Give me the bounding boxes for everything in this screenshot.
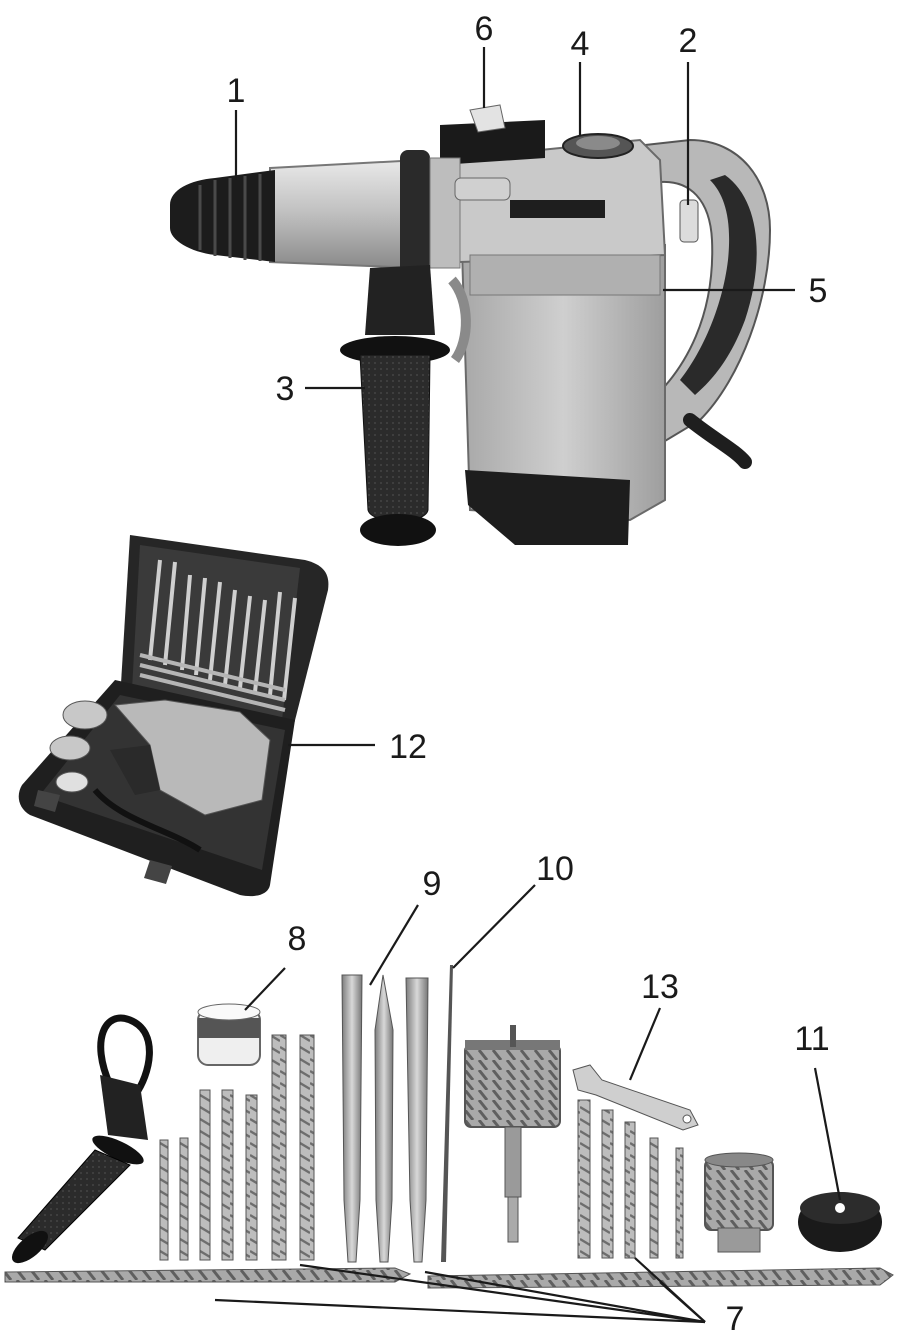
drill-bits-right-group [577, 1099, 684, 1259]
drill-bit [271, 1034, 287, 1261]
leader-10 [452, 884, 536, 969]
leader-lines [214, 47, 842, 1324]
motor-vents [448, 276, 471, 363]
drill-bit [299, 1034, 315, 1261]
spanner-key [572, 1064, 699, 1131]
drill-bit [675, 1147, 684, 1259]
core-bit-with-arbor [464, 1025, 561, 1243]
case-lid-bits [148, 559, 297, 701]
dust-cap-hole [835, 1203, 845, 1213]
barrel-collar [400, 150, 430, 275]
drill-bit [199, 1089, 211, 1261]
accessory-side-handle-end [11, 1230, 49, 1264]
mode-selector-cap [576, 136, 620, 150]
lock-button-base [440, 120, 545, 165]
callout-7: 7 [726, 1300, 745, 1335]
housing-slot [510, 200, 605, 218]
tool-chuck [170, 170, 275, 262]
chisels-group [341, 974, 429, 1263]
leader-8 [244, 967, 286, 1011]
core-bit-pilot [510, 1025, 516, 1047]
leader-7a [214, 1298, 706, 1324]
housing-lip [469, 254, 661, 296]
leader-11 [813, 1067, 842, 1201]
case-latch-2 [144, 860, 172, 884]
drill-bit [649, 1137, 659, 1259]
drill-bit [624, 1121, 636, 1259]
accessory-side-handle-guard [92, 1135, 144, 1165]
accessory-side-handle-band [97, 1014, 153, 1098]
long-drill-bit-left [4, 1267, 412, 1283]
rotary-hammer-illustration [170, 104, 772, 546]
case-dust-cap [55, 771, 89, 793]
gouge-chisel [405, 977, 429, 1263]
drill-bit [577, 1099, 591, 1259]
callout-11: 11 [794, 1020, 829, 1058]
small-core-bit-body [704, 1159, 774, 1231]
core-bit-body [464, 1044, 561, 1128]
case-cord [92, 788, 202, 853]
flat-chisel [341, 974, 363, 1263]
small-core-bit [704, 1152, 774, 1253]
lock-button [469, 104, 506, 133]
case-tool-handle [110, 745, 160, 795]
core-bit-arbor [504, 1126, 522, 1198]
drill-bit [221, 1089, 234, 1261]
drill-bits-left-group [159, 1034, 315, 1261]
case-latch-1 [34, 790, 60, 812]
chuck-ribs [198, 174, 262, 261]
accessory-side-handle-grip [17, 1149, 131, 1251]
drill-bit [601, 1109, 614, 1259]
accessories-illustration [4, 965, 894, 1289]
callout-5: 5 [809, 272, 828, 310]
callout-3: 3 [276, 370, 295, 408]
accessory-side-handle-clamp [100, 1075, 148, 1140]
depth-rod-clamp [454, 177, 511, 201]
carry-case-illustration [18, 535, 329, 897]
spanner-key-hole [682, 1114, 692, 1124]
callout-13: 13 [641, 968, 679, 1006]
point-chisel [374, 974, 394, 1263]
drill-bit [179, 1137, 189, 1261]
leader-13 [628, 1007, 662, 1081]
dust-cup-band [198, 1018, 260, 1038]
drill-bit [159, 1139, 169, 1261]
small-core-bit-base [717, 1227, 761, 1253]
long-drill-bit-right [427, 1267, 894, 1289]
callout-9: 9 [423, 865, 442, 903]
leader-7b [299, 1263, 706, 1324]
callout-4: 4 [571, 25, 590, 63]
callout-8: 8 [288, 920, 307, 958]
leader-7e [659, 1281, 706, 1323]
rear-handle-soft-grip [680, 175, 757, 395]
callout-10: 10 [536, 850, 574, 888]
callout-2: 2 [679, 22, 698, 60]
rubber-dust-cap [798, 1192, 882, 1252]
side-handle-end [360, 514, 436, 546]
callout-labels: 1 2 3 4 5 6 7 8 9 10 11 12 13 [227, 10, 830, 1335]
case-core-bit-1 [62, 700, 108, 730]
small-core-bit-rim [704, 1152, 774, 1168]
leader-7c [424, 1270, 706, 1324]
motor-base [465, 470, 630, 545]
trigger-switch [679, 199, 699, 243]
dust-cup-rim [197, 1003, 261, 1021]
callout-1: 1 [227, 72, 246, 110]
drill-bit [245, 1094, 258, 1261]
side-handle-clamp [365, 265, 435, 335]
case-core-bit-2 [49, 735, 91, 761]
leader-9 [369, 904, 419, 986]
case-lid-long-bits [139, 653, 286, 712]
callout-12: 12 [389, 728, 427, 766]
callout-6: 6 [475, 10, 494, 48]
core-bit-shank [507, 1196, 519, 1243]
long-rod [441, 965, 453, 1262]
barrel-shoulder [429, 157, 461, 269]
power-cord [683, 413, 752, 469]
side-handle-grip [359, 354, 431, 522]
